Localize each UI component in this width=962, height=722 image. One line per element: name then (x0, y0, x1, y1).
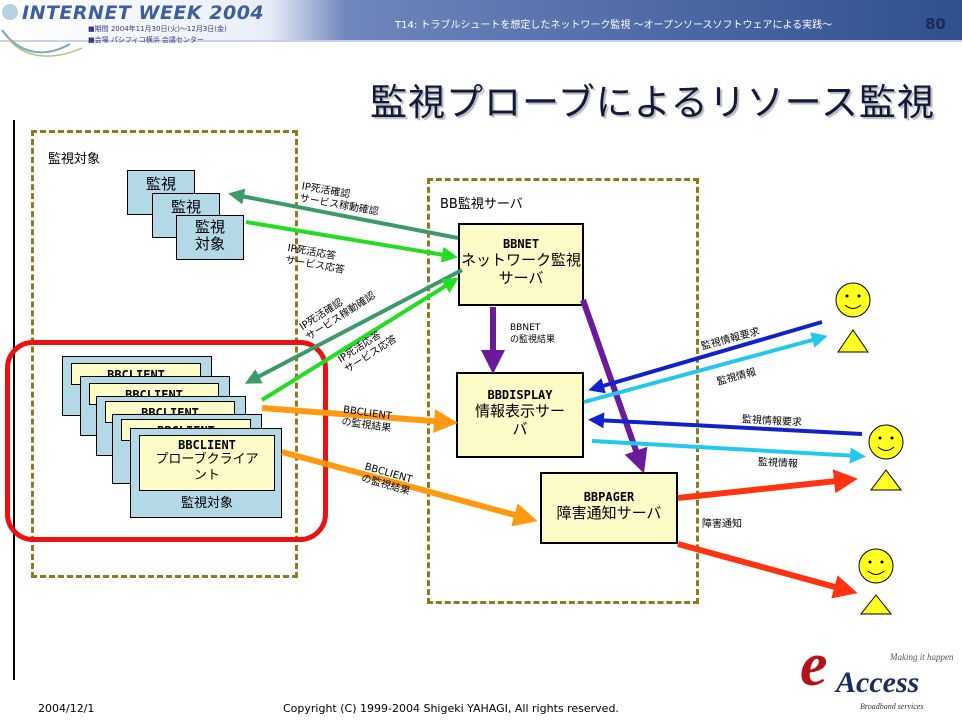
arrow-info-request-2 (588, 412, 863, 436)
bbdisplay-name: BBDISPLAY (487, 388, 553, 402)
arrow-ping-check-1 (228, 188, 459, 240)
user-figure-2 (868, 424, 904, 491)
server-group (427, 178, 699, 604)
slide-title: 監視プローブによるリソース監視 (370, 81, 935, 124)
client-highlight (5, 340, 328, 542)
page-number: 80 (925, 15, 946, 33)
arrow-ping-check-2 (244, 268, 463, 384)
arrow-info-1 (583, 332, 828, 404)
bbnet-box: BBNET ネットワーク監視 サーバ (458, 223, 584, 306)
user-figure-3 (858, 548, 894, 615)
server-group-label: BB監視サーバ (440, 197, 523, 212)
bbdisplay-box: BBDISPLAY 情報表示サー バ (456, 372, 584, 458)
label-info-2: 監視情報 (757, 456, 799, 471)
bbdisplay-desc: 情報表示サー バ (474, 402, 565, 438)
footer-copyright: Copyright (C) 1999-2004 Shigeki YAHAGI, … (283, 702, 619, 715)
client-main-name: BBCLIENT (178, 438, 236, 452)
bbpager-name: BBPAGER (583, 490, 635, 504)
eaccess-name: Access (836, 666, 920, 699)
event-venue: ■会場 パシフィコ横浜 会議センター (88, 36, 204, 44)
eaccess-logo: Making it happen e Access Broadband serv… (798, 634, 958, 716)
target-label-1: 監視 (145, 175, 176, 193)
event-info: ■期間 2004年11月30日(火)～12月3日(金) ■会場 パシフィコ横浜 … (88, 24, 227, 46)
header-bar (0, 0, 962, 62)
eaccess-sub: Broadband services (860, 702, 924, 711)
arrow-info-request-1 (588, 320, 823, 394)
bbnet-name: BBNET (502, 237, 540, 251)
label-alert: 障害通知 (702, 519, 742, 530)
client-footer-label: 監視対象 (180, 496, 233, 511)
event-dates: ■期間 2004年11月30日(火)～12月3日(金) (88, 25, 227, 33)
eaccess-e: e (800, 631, 828, 699)
label-info-request-2: 監視情報要求 (741, 414, 803, 429)
target-label-3: 監視対象 (194, 218, 225, 253)
session-title: T14: トラブルシュートを想定したネットワーク監視 ～オープンソースソフトウェ… (395, 20, 833, 31)
eaccess-tagline: Making it happen (890, 652, 954, 662)
user-figure-1 (835, 282, 871, 353)
target-box-3: 監視対象 (176, 215, 244, 260)
client-main-box: BBCLIENT プローブクライア ント (139, 435, 275, 491)
arrow-client-result-2 (281, 449, 538, 527)
left-margin-line (13, 120, 15, 680)
arrow-alert-1 (677, 469, 858, 501)
arrow-bbnet-pager (580, 299, 648, 474)
event-logo: INTERNET WEEK 2004 (22, 2, 265, 24)
monitored-group-label: 監視対象 (48, 152, 101, 167)
arrow-client-result-1 (261, 405, 458, 434)
footer-date: 2004/12/1 (38, 702, 95, 715)
arrow-alert-2 (677, 541, 858, 599)
bbpager-box: BBPAGER 障害通知サーバ (540, 472, 678, 544)
client-card-main: BBCLIENT プローブクライア ント 監視対象 (130, 428, 282, 518)
client-main-desc: プローブクライア ント (155, 452, 259, 483)
arrow-ping-reply-2 (260, 277, 459, 402)
bbpager-desc: 障害通知サーバ (556, 504, 662, 522)
label-bbnet-result: BBNET の監視結果 (510, 323, 556, 345)
arrow-ping-reply-1 (245, 220, 458, 263)
bbnet-desc: ネットワーク監視 サーバ (460, 251, 581, 287)
target-label-2: 監視 (170, 198, 201, 216)
arrow-info-2 (591, 439, 866, 464)
